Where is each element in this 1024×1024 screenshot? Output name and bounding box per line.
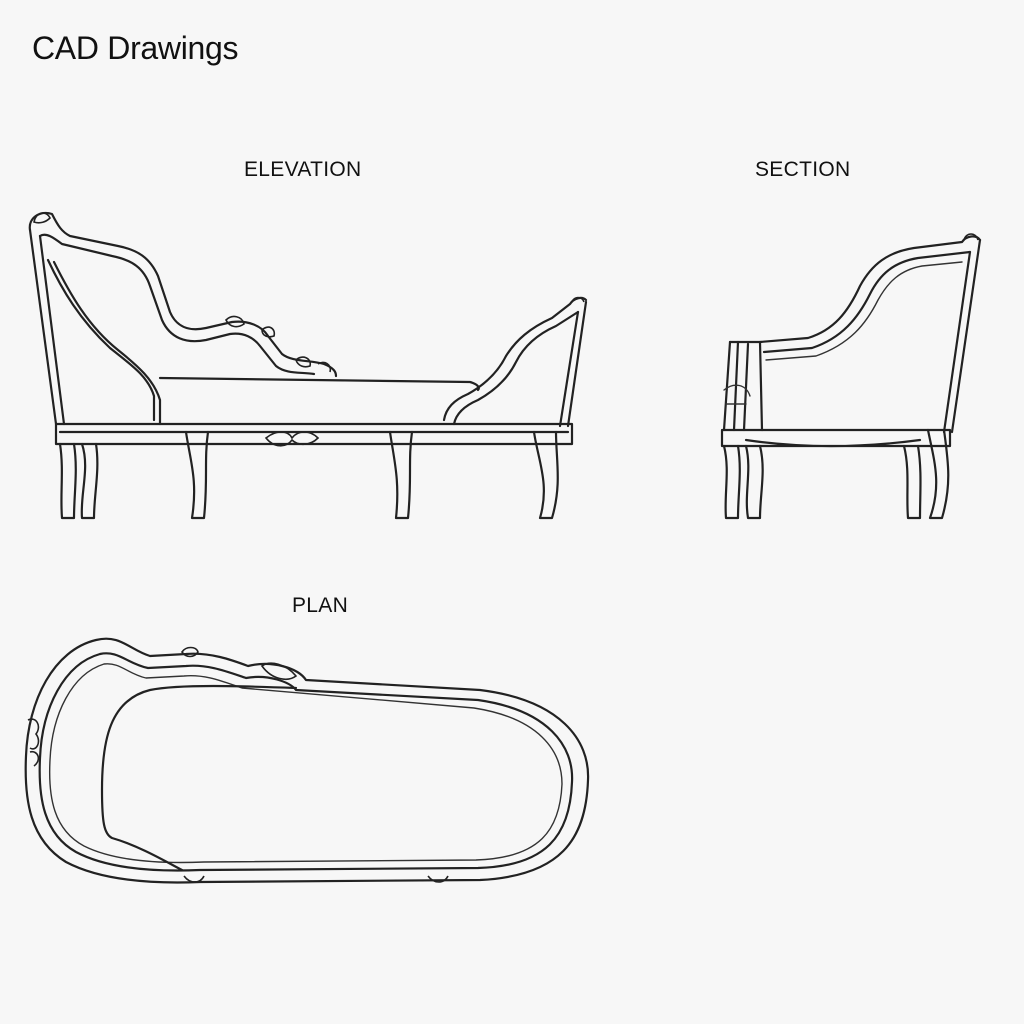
section-back-inner	[762, 250, 972, 354]
elevation-right-arm-inner	[452, 310, 580, 426]
page-title: CAD Drawings	[32, 30, 239, 66]
elevation-seat-rail	[54, 422, 574, 446]
elevation-seat-cushion	[158, 376, 480, 392]
section-back-inner-2	[765, 261, 963, 361]
elevation-label: ELEVATION	[244, 158, 362, 181]
elevation-crest-ornament-end	[295, 356, 332, 373]
elevation-left-back-inner	[38, 233, 316, 376]
elevation-right-crest-ornament	[571, 296, 585, 303]
section-back-panel	[942, 238, 982, 434]
plan-seat-cushion	[100, 684, 298, 872]
elevation-apron-ornament	[264, 431, 320, 447]
elevation-view	[28, 211, 588, 520]
section-leg-back-2	[926, 428, 950, 520]
plan-inner-rim-2	[48, 663, 563, 864]
elevation-leg-4	[388, 430, 414, 520]
elevation-crest-ornament-mid	[225, 315, 276, 338]
section-seat-rail	[720, 428, 952, 448]
elevation-right-end-panel	[558, 300, 588, 428]
section-view	[720, 233, 982, 520]
plan-view	[24, 637, 590, 884]
plan-side-ornament	[27, 718, 40, 767]
elevation-right-arm-outer	[442, 296, 588, 422]
elevation-leg-2	[80, 442, 99, 520]
elevation-crest-ornament-left	[33, 212, 51, 224]
elevation-left-back-outer	[28, 211, 338, 378]
plan-label: PLAN	[292, 594, 349, 617]
section-back-outer	[728, 235, 982, 344]
section-crest-ornament	[963, 233, 979, 241]
section-leg-front-2	[744, 444, 764, 520]
elevation-leg-5	[532, 430, 559, 520]
elevation-left-arm	[46, 258, 162, 426]
plan-foot-ornaments	[183, 875, 449, 883]
elevation-left-side-panel	[28, 228, 66, 426]
section-leg-front-1	[722, 444, 741, 520]
section-leg-back-1	[902, 444, 922, 520]
plan-head-ornament	[181, 646, 298, 680]
elevation-leg-1	[58, 442, 77, 520]
section-label: SECTION	[755, 158, 851, 181]
plan-outer-rim	[24, 637, 590, 884]
section-front-arm	[722, 340, 764, 432]
elevation-leg-3	[184, 430, 210, 520]
section-front-arm-detail	[723, 384, 751, 405]
plan-inner-rim	[38, 652, 574, 872]
